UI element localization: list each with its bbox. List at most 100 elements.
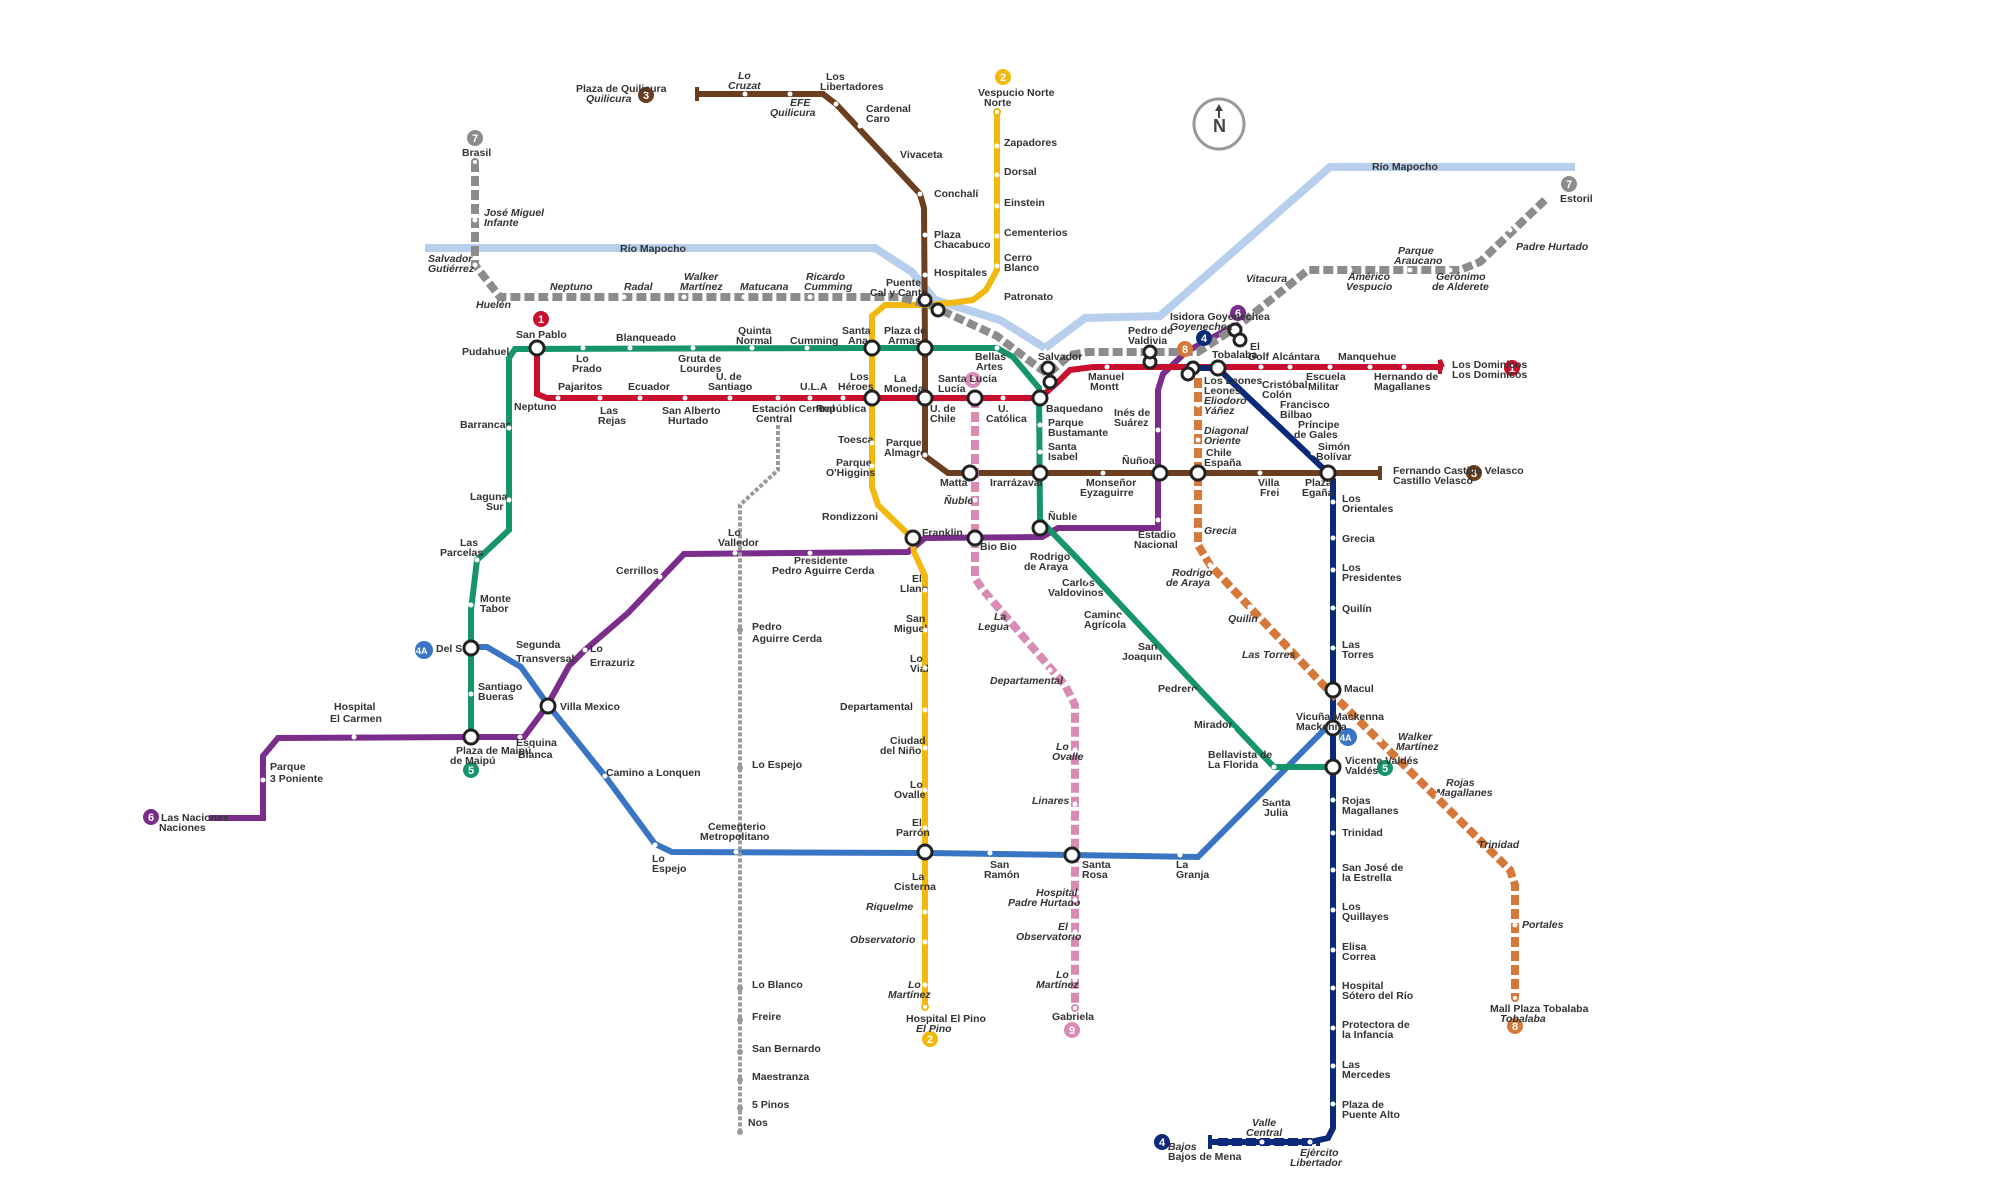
station-label-conchali: Conchalí — [934, 188, 979, 200]
station-label-valledor-2: Valledor — [718, 537, 759, 549]
station-label-ohiggins-2: O'Higgins — [826, 467, 875, 479]
station-label-ula: U.L.A — [800, 381, 828, 393]
station-label-pac: Presidente — [794, 555, 848, 567]
station-label-ovalle-9: Lo — [1056, 741, 1069, 753]
station-label-neptuno-7: Neptuno — [550, 281, 593, 293]
station-label-rojas-8-2: Magallanes — [1436, 787, 1493, 799]
station-label-san-alberto: San Alberto — [662, 405, 721, 417]
station-label-patronato: Patronato — [1004, 291, 1053, 303]
station-label-presidentes-2: Presidentes — [1342, 572, 1402, 584]
station-label-mall-2: Tobalaba — [1500, 1013, 1546, 1025]
terminal-las-naciones: Las Naciones — [161, 812, 229, 824]
station-label-cerro-blanco: Cerro — [1004, 252, 1032, 264]
station-label-plaza-egana-2: Egaña — [1302, 487, 1334, 499]
line-8-track — [1194, 378, 1519, 998]
station-label-bueras: Santiago — [478, 681, 522, 693]
station-label-estrella: San José de — [1342, 862, 1403, 874]
line-badge-4: 4 — [1196, 330, 1212, 346]
station-label-blanqueado: Blanqueado — [616, 332, 676, 344]
station-label-villa-frei: Villa — [1258, 477, 1280, 489]
station-label-pac-2: Pedro Aguirre Cerda — [772, 565, 874, 577]
svg-text:3: 3 — [1471, 468, 1477, 480]
station-label-alcantara: Alcántara — [1272, 351, 1320, 363]
station-label-irarrazaval: Irarrázaval — [990, 477, 1043, 489]
station-label-lo-martinez: Lo — [908, 979, 921, 991]
river-mapocho-east — [1042, 163, 1575, 352]
station-label-protectora-2: la Infancia — [1342, 1029, 1394, 1041]
line-badge-8: 8 — [1177, 341, 1193, 357]
station-label-cementerio: Cementerio — [708, 821, 766, 833]
line-1-east-end — [1438, 359, 1445, 374]
station-label-grecia: Grecia — [1342, 533, 1375, 545]
station-label-bustamante-2: Bustamante — [1048, 427, 1108, 439]
station-label-legua-2: Legua — [978, 621, 1009, 633]
station-label-u-catolica-2: Católica — [986, 413, 1027, 425]
station-label-nacion-2: Naciones — [159, 822, 206, 834]
station-label-zapadores: Zapadores — [1004, 137, 1057, 149]
station-label-lonquen: Camino a Lonquen — [606, 767, 701, 779]
terminal-isidora-goyenechea: Isidora Goyenechea — [1170, 311, 1270, 323]
station-label-cal-canto: Puente — [886, 277, 921, 289]
station-label-mena-2: Bajos — [1168, 1141, 1197, 1153]
station-label-colon-2: Colón — [1262, 389, 1292, 401]
station-label-los-leones-2: Leones — [1204, 385, 1241, 397]
station-label-diagonal: Diagonal — [1204, 425, 1249, 437]
line-5-track — [468, 345, 1338, 770]
svg-text:7: 7 — [1566, 179, 1572, 191]
station-label-estrella-2: la Estrella — [1342, 872, 1392, 884]
station-label-matta: Matta — [940, 477, 968, 489]
station-label-3-poniente: Parque — [270, 761, 306, 773]
station-label-agricola: Camino — [1084, 609, 1123, 621]
station-label-colon: Cristóbal — [1262, 379, 1308, 391]
station-label-bellas-artes-2: Artes — [976, 361, 1003, 373]
station-label-ejercito-2: Libertador — [1290, 1157, 1343, 1169]
station-label-lo-martinez-2: Martínez — [888, 989, 931, 1001]
station-label-hospitales: Hospitales — [934, 267, 987, 279]
station-label-orientales-2: Orientales — [1342, 503, 1394, 515]
station-label-el-carmen-2: El Carmen — [330, 713, 382, 725]
line-badge-5-east: 5 — [1377, 760, 1393, 776]
station-label-vivaceta: Vivaceta — [900, 149, 943, 161]
station-label-valle-central: Valle — [1252, 1117, 1276, 1129]
station-label-parcelas-2: Parcelas — [440, 547, 483, 559]
station-label-araucano: Parque — [1398, 245, 1434, 257]
station-label-araya-8: Rodrigo — [1172, 567, 1213, 579]
station-label-nuble: Ñuble — [1048, 510, 1077, 523]
station-label-nunoa: Ñuñoa — [1122, 454, 1155, 467]
station-label-ohiggins: Parque — [836, 457, 872, 469]
station-label-eliodoro: Eliodoro — [1204, 395, 1247, 407]
line-7-track — [471, 162, 1548, 380]
station-label-pedro-valdivia: Pedro de — [1128, 325, 1173, 337]
station-label-magallanes-2: Magallanes — [1374, 381, 1431, 393]
station-label-rojas-8: Rojas — [1446, 777, 1475, 789]
station-label-gutierrez: Salvador — [428, 253, 473, 265]
station-label-el-llano: El — [912, 573, 922, 585]
station-label-errazuriz: Lo — [590, 643, 603, 655]
station-label-vicente-valdes-2: Valdés — [1345, 765, 1378, 777]
station-label-diagonal-2: Oriente — [1204, 435, 1241, 447]
station-label-esquina-2: Blanca — [518, 749, 553, 761]
station-label-eyzaguirre-2: Eyzaguirre — [1080, 487, 1134, 499]
station-label-walker-8-2: Martínez — [1396, 741, 1439, 753]
station-label-cerro-blanco-2: Blanco — [1004, 262, 1039, 274]
compass-icon: N — [1192, 97, 1246, 151]
station-label-lo-blanco: Lo Blanco — [752, 979, 803, 991]
station-label-baquedano: Baquedano — [1046, 403, 1103, 415]
station-label-monte-tabor-2: Tabor — [480, 603, 508, 615]
terminal-mall-plaza-tobalaba: Mall Plaza Tobalaba — [1490, 1003, 1589, 1015]
station-label-legua: La — [994, 611, 1006, 623]
svg-text:8: 8 — [1182, 344, 1188, 356]
station-label-rondizzoni: Rondizzoni — [822, 511, 878, 523]
station-label-bustamante: Parque — [1048, 417, 1084, 429]
station-label-alderete-2: de Alderete — [1432, 281, 1489, 293]
station-label-san-bernardo: San Bernardo — [752, 1043, 821, 1055]
station-label-alderete: Gerónimo — [1436, 271, 1486, 283]
line-9-track — [971, 398, 1079, 1008]
station-label-estacion-central-2: Central — [756, 413, 792, 425]
station-label-dorsal: Dorsal — [1004, 166, 1037, 178]
station-label-ovalle-9-2: Ovalle — [1052, 751, 1084, 763]
station-label-san-ramon-2: Ramón — [984, 869, 1020, 881]
station-label-bolivar-2: Bolívar — [1316, 451, 1352, 463]
station-label-cumming: Cumming — [790, 335, 838, 347]
terminal-santa-lucia: Santa Lucía — [938, 373, 997, 385]
